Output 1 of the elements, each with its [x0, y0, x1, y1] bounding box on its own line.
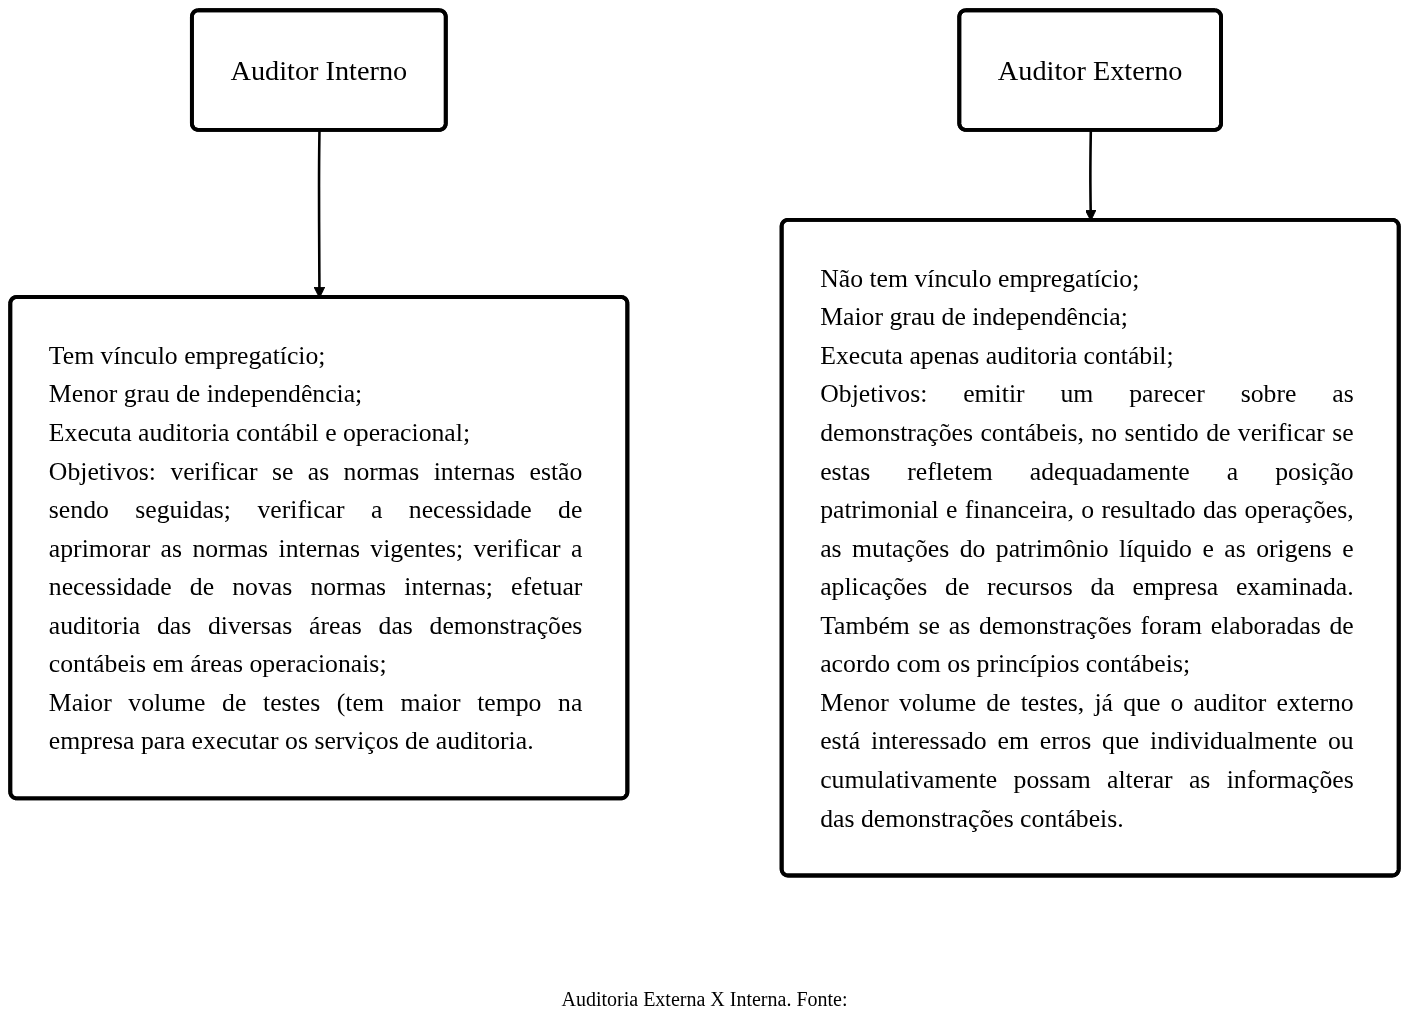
caption: Auditoria Externa X Interna. Fonte:	[561, 988, 848, 1011]
